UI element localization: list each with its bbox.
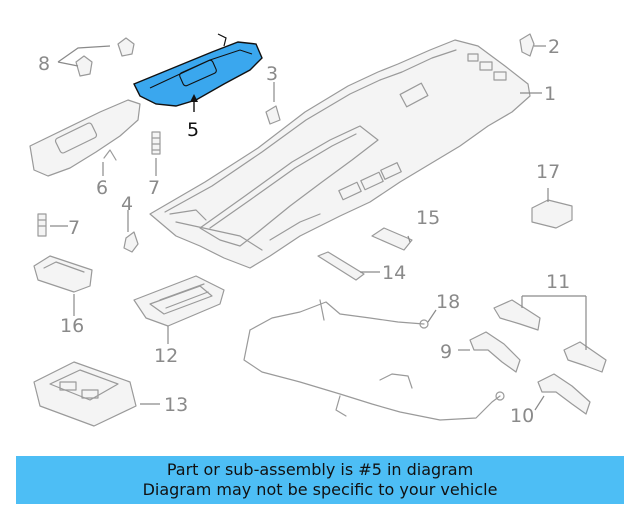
callout-16: 16 <box>60 315 84 337</box>
callout-labels: 1 2 3 4 5 6 7 7 8 9 10 11 12 13 14 15 16… <box>38 36 570 427</box>
bracket-part-3[interactable] <box>265 105 281 125</box>
strip-part-14[interactable] <box>317 251 365 281</box>
callout-9: 9 <box>440 341 452 363</box>
bracket-part-11[interactable] <box>493 299 607 373</box>
callout-7-top: 7 <box>148 177 160 199</box>
clip-part-2[interactable] <box>519 33 535 57</box>
callout-15: 15 <box>416 207 440 229</box>
caption-line-1: Part or sub-assembly is #5 in diagram <box>166 460 474 479</box>
callout-18: 18 <box>436 291 460 313</box>
sun-visor-part-5[interactable] <box>133 33 263 107</box>
callout-4: 4 <box>121 193 133 215</box>
callout-1: 1 <box>544 83 556 105</box>
parts-diagram: 1 2 3 4 5 6 7 7 8 9 10 11 12 13 14 15 16… <box>29 33 607 427</box>
screw-part-7b[interactable] <box>37 213 47 237</box>
module-part-17[interactable] <box>531 199 573 229</box>
lamp-part-16[interactable] <box>33 255 93 293</box>
callout-5: 5 <box>187 119 199 141</box>
harness-part-18[interactable] <box>243 299 505 421</box>
grab-handle-part-10[interactable] <box>537 373 591 415</box>
overhead-console-part-13[interactable] <box>33 361 137 427</box>
screw-part-7a[interactable] <box>151 131 161 155</box>
callout-14: 14 <box>382 262 406 284</box>
headliner-part[interactable] <box>149 39 531 269</box>
caption-banner: Part or sub-assembly is #5 in diagram Di… <box>16 456 624 504</box>
callout-13: 13 <box>164 394 188 416</box>
clip-part-8[interactable] <box>75 37 135 77</box>
callout-8: 8 <box>38 53 50 75</box>
switch-part-15[interactable] <box>371 227 413 251</box>
callout-10: 10 <box>510 405 534 427</box>
callout-7-bottom: 7 <box>68 217 80 239</box>
caption-line-2: Diagram may not be specific to your vehi… <box>142 480 498 499</box>
clip-part-4[interactable] <box>123 231 139 253</box>
callout-11: 11 <box>546 271 570 293</box>
callout-2: 2 <box>548 36 560 58</box>
lamp-housing-part-12[interactable] <box>133 275 225 327</box>
callout-17: 17 <box>536 161 560 183</box>
sun-visor-part-6[interactable] <box>29 99 141 177</box>
callout-6: 6 <box>96 177 108 199</box>
callout-3: 3 <box>266 63 278 85</box>
callout-12: 12 <box>154 345 178 367</box>
grab-handle-part-9[interactable] <box>469 331 521 373</box>
leader-lines <box>50 45 587 411</box>
